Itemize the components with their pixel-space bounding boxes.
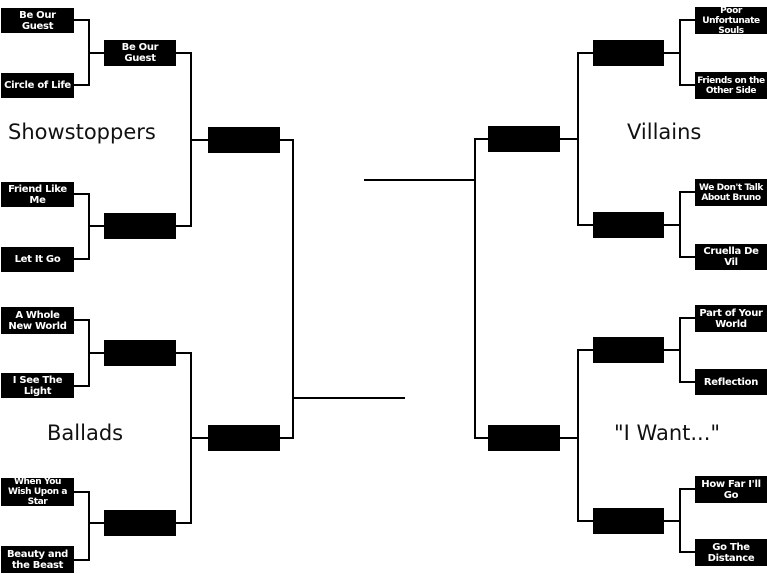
connector-ballads-b: [74, 491, 104, 561]
round2-slot[interactable]: [104, 213, 176, 239]
round2-slot[interactable]: [593, 508, 664, 534]
round3-slot[interactable]: [488, 425, 560, 451]
connector-villains-b: [664, 191, 695, 258]
matchup-slot[interactable]: Let It Go: [1, 247, 74, 272]
region-label-ballads: Ballads: [47, 421, 124, 445]
round2-slot[interactable]: [593, 40, 664, 66]
connector-iwant-r2: [560, 349, 593, 522]
round3-slot[interactable]: [488, 126, 560, 152]
matchup-slot[interactable]: I See The Light: [1, 373, 74, 398]
connector-ballads-r2: [176, 352, 208, 524]
matchup-slot[interactable]: We Don't Talk About Bruno: [695, 179, 767, 206]
connector-ballads-a: [74, 319, 104, 387]
round2-slot[interactable]: [593, 212, 664, 238]
connector-iwant-a: [664, 317, 695, 383]
connector-iwant-b: [664, 488, 695, 553]
region-label-villains: Villains: [627, 120, 702, 144]
region-label-i-want: "I Want...": [614, 421, 721, 445]
round2-slot[interactable]: [104, 510, 176, 536]
connector-left-final: [280, 139, 405, 439]
connector-villains-a: [664, 19, 695, 86]
matchup-slot[interactable]: Go The Distance: [695, 539, 767, 566]
round3-slot[interactable]: [208, 127, 280, 153]
round2-slot[interactable]: [104, 340, 176, 366]
matchup-slot[interactable]: Be Our Guest: [1, 8, 74, 33]
round2-slot[interactable]: Be Our Guest: [104, 40, 176, 66]
connector-villains-r2: [560, 52, 593, 226]
matchup-slot[interactable]: Poor Unfortunate Souls: [695, 6, 767, 36]
matchup-slot[interactable]: Circle of Life: [1, 73, 74, 98]
matchup-slot[interactable]: When You Wish Upon a Star: [1, 477, 74, 507]
round3-slot[interactable]: [208, 425, 280, 451]
connector-showstoppers-r2: [176, 52, 208, 227]
round2-slot[interactable]: [593, 337, 664, 363]
matchup-slot[interactable]: A Whole New World: [1, 307, 74, 334]
region-label-showstoppers: Showstoppers: [8, 120, 156, 144]
matchup-slot[interactable]: Cruella De Vil: [695, 244, 767, 270]
matchup-slot[interactable]: Reflection: [695, 369, 767, 395]
connector-showstoppers-b: [74, 193, 104, 260]
connector-right-final: [364, 138, 488, 439]
matchup-slot[interactable]: Part of Your World: [695, 305, 767, 332]
connector-showstoppers-a: [74, 19, 104, 86]
matchup-slot[interactable]: Friends on the Other Side: [695, 72, 767, 99]
matchup-slot[interactable]: Friend Like Me: [1, 182, 74, 207]
matchup-slot[interactable]: How Far I'll Go: [695, 476, 767, 503]
matchup-slot[interactable]: Beauty and the Beast: [1, 546, 74, 573]
